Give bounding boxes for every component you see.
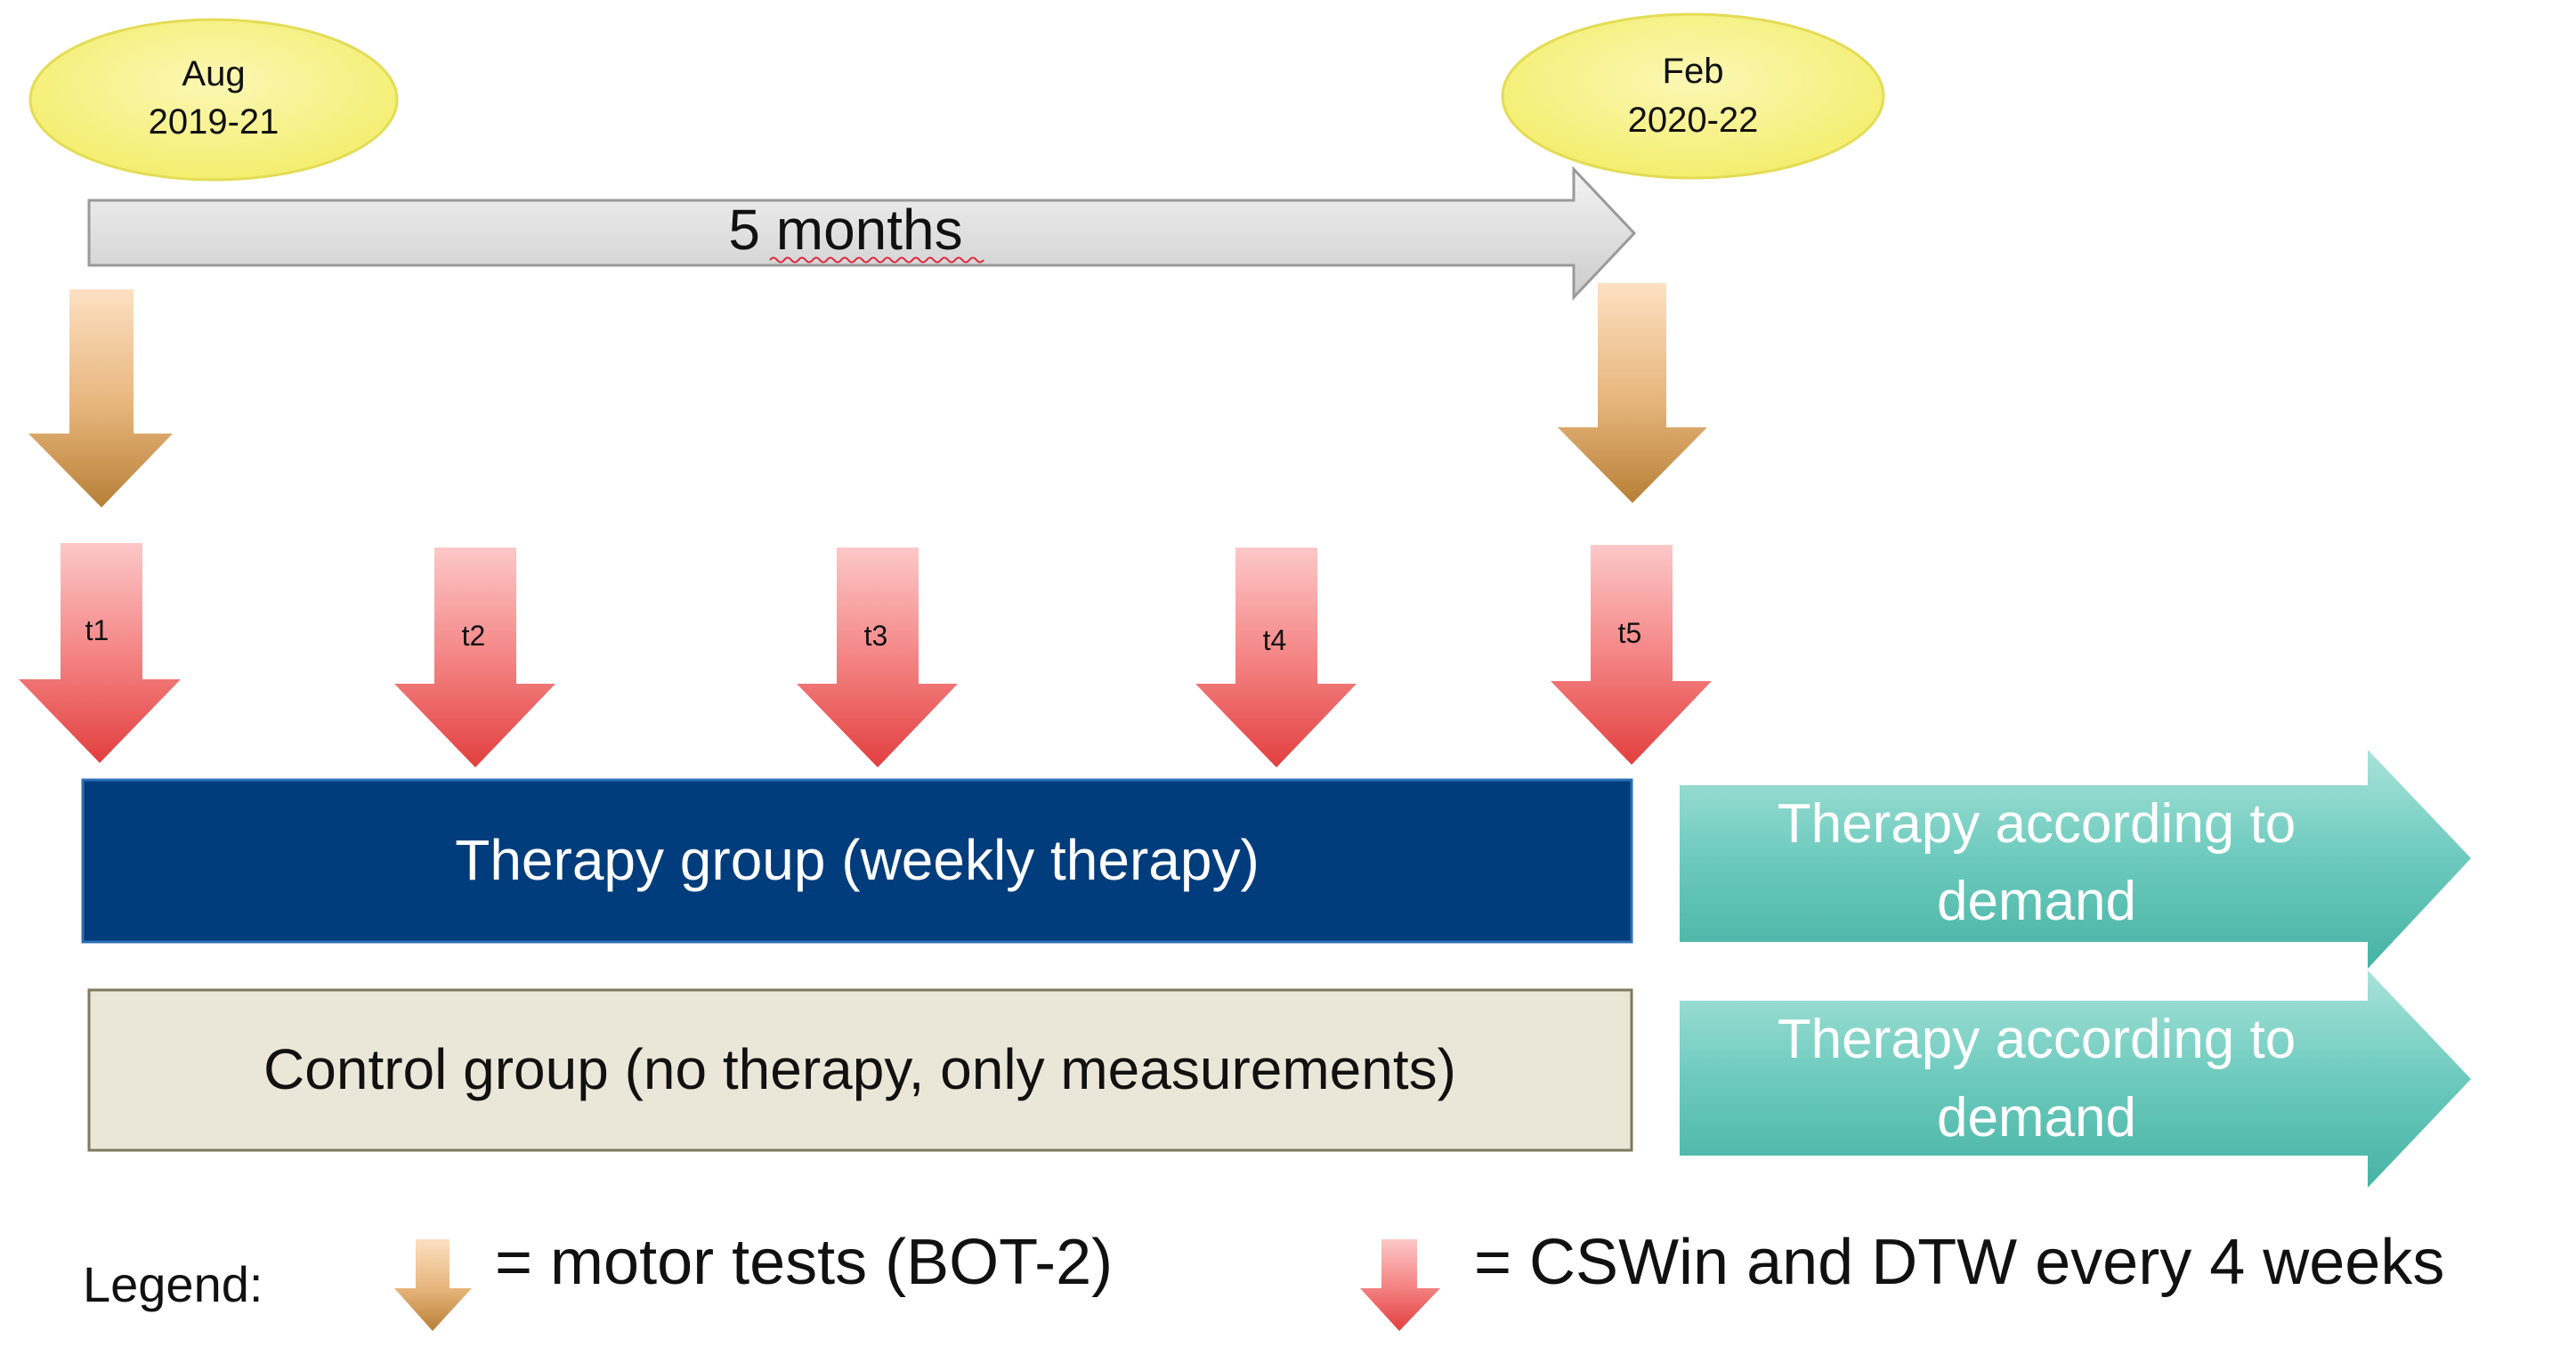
control-followup-line1: Therapy according to: [1778, 1009, 2296, 1070]
timepoint-label-t1: t1: [85, 614, 109, 646]
timepoint-label-t4: t4: [1263, 624, 1287, 656]
control-group-bar: Control group (no therapy, only measurem…: [87, 988, 1633, 1152]
motor-test-arrow-start: [28, 289, 173, 507]
legend-cswin-dtw: = CSWin and DTW every 4 weeks: [1474, 1227, 2444, 1298]
therapy-group-bar: Therapy group (weekly therapy): [81, 778, 1633, 944]
therapy-followup-line2: demand: [1937, 871, 2136, 932]
legend-label: Legend:: [83, 1256, 263, 1312]
start-date-marker: Aug 2019-21: [28, 18, 399, 182]
start-years: 2019-21: [149, 102, 279, 142]
control-followup-line2: demand: [1937, 1087, 2136, 1148]
measurement-arrow-t2: t2: [394, 548, 555, 767]
legend-measure-arrow-icon: [1360, 1239, 1440, 1331]
therapy-group-label: Therapy group (weekly therapy): [455, 828, 1260, 892]
end-date-marker: Feb 2020-22: [1501, 12, 1885, 180]
measurement-arrow-t5: t5: [1551, 545, 1712, 765]
end-years: 2020-22: [1628, 101, 1759, 140]
duration-arrow: 5 months: [87, 166, 1637, 301]
control-group-label: Control group (no therapy, only measurem…: [263, 1037, 1456, 1101]
therapy-followup-arrow: Therapy according to demand: [1680, 750, 2471, 969]
legend-motor-arrow-icon: [394, 1239, 472, 1331]
control-followup-arrow: Therapy according to demand: [1680, 970, 2471, 1188]
spellcheck-underline: [769, 256, 984, 264]
timepoint-label-t3: t3: [864, 620, 888, 652]
legend-motor-tests: = motor tests (BOT-2): [495, 1227, 1113, 1298]
timepoint-label-t2: t2: [462, 620, 486, 652]
duration-label: 5 months: [728, 198, 962, 262]
therapy-followup-line1: Therapy according to: [1778, 793, 2296, 855]
end-month: Feb: [1663, 52, 1724, 91]
measurement-arrow-t3: t3: [797, 548, 958, 767]
measurement-arrow-t4: t4: [1195, 548, 1357, 767]
start-month: Aug: [182, 54, 245, 93]
timepoint-label-t5: t5: [1618, 617, 1642, 649]
motor-test-arrow-end: [1558, 283, 1707, 503]
legend: Legend: = motor tests (BOT-2) = CSWin an…: [83, 1227, 2444, 1331]
measurement-arrow-t1: t1: [19, 543, 181, 763]
